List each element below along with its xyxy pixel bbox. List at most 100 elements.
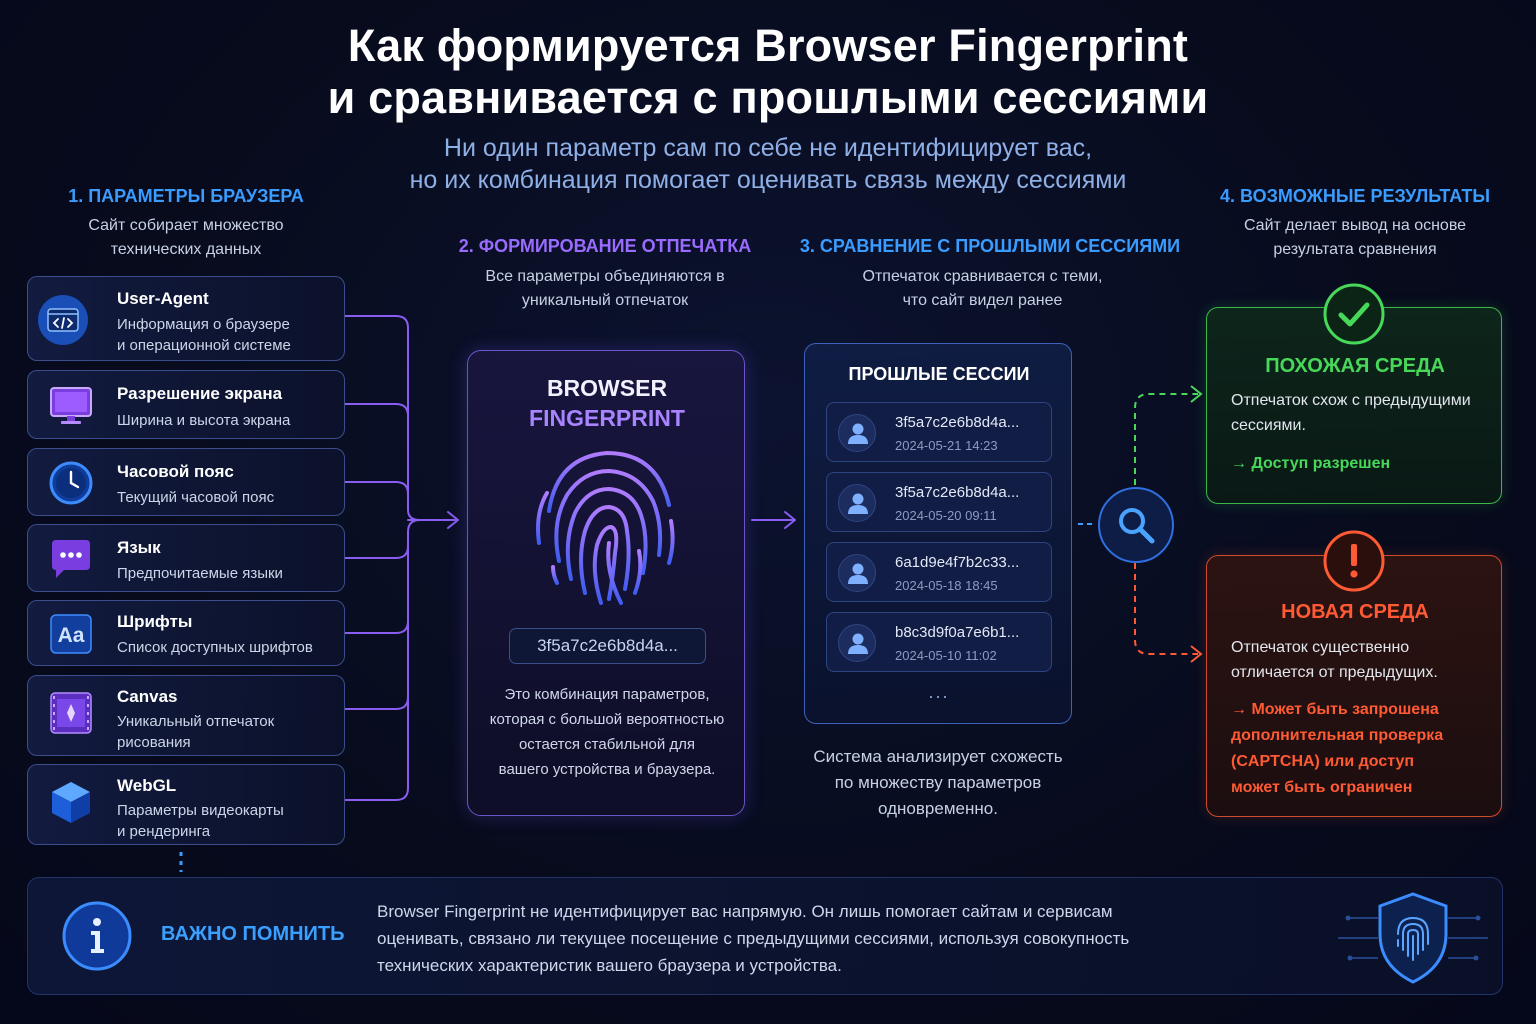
param-name: Canvas xyxy=(117,687,178,706)
connector-search-to-new xyxy=(1134,552,1198,655)
param-card-canvas: Canvas Уникальный отпечаток рисования xyxy=(27,675,345,756)
connector-new-head xyxy=(1190,645,1203,663)
more-sessions-ellipsis: ... xyxy=(928,682,950,702)
param-desc-line-1: Текущий часовой пояс xyxy=(117,489,275,506)
result-similar-desc-line-1: Отпечаток схож с предыдущими xyxy=(1231,392,1471,409)
important-note-line-3: технических характеристик вашего браузер… xyxy=(377,956,842,975)
session-hash: 3f5a7c2e6b8d4a... xyxy=(895,414,1020,431)
connector-canvas xyxy=(344,696,409,710)
monitor-icon xyxy=(48,382,94,428)
step3-desc-line-1: Отпечаток сравнивается с теми, xyxy=(862,268,1103,285)
search-icon xyxy=(1098,487,1174,563)
connector-screen xyxy=(344,403,409,417)
param-desc-line-1: Параметры видеокарты xyxy=(117,802,284,819)
param-card-screen: Разрешение экрана Ширина и высота экрана xyxy=(27,370,345,439)
step4-desc-line-2: результата сравнения xyxy=(1273,241,1437,258)
param-card-language: Язык Предпочитаемые языки xyxy=(27,524,345,592)
param-name: Часовой пояс xyxy=(117,462,234,481)
subtitle-line-1: Ни один параметр сам по себе не идентифи… xyxy=(443,134,1093,162)
important-note-title: ВАЖНО ПОМНИТЬ xyxy=(161,923,345,945)
step3-desc-line-2: что сайт видел ранее xyxy=(902,292,1063,309)
connector-ok-head xyxy=(1190,385,1203,403)
fingerprint-hash: 3f5a7c2e6b8d4a... xyxy=(509,628,706,664)
fingerprint-note-line-1: Это комбинация параметров, xyxy=(504,686,710,703)
fingerprint-note-line-3: остается стабильной для xyxy=(518,736,696,753)
connector-user-agent xyxy=(344,315,421,521)
connector-fp-head xyxy=(784,511,796,529)
page-title-line-1: Как формируется Browser Fingerprint xyxy=(347,20,1189,71)
svg-text:Aa: Aa xyxy=(58,624,85,647)
past-sessions-title: ПРОШЛЫЕ СЕССИИ xyxy=(848,364,1030,384)
page-title-line-2: и сравнивается с прошлыми сессиями xyxy=(327,72,1209,123)
param-desc-line-2: рисования xyxy=(117,734,191,751)
step4-desc-line-1: Сайт делает вывод на основе xyxy=(1243,217,1467,234)
important-note-line-1: Browser Fingerprint не идентифицирует ва… xyxy=(377,902,1113,921)
result-similar-action: → Доступ разрешен xyxy=(1231,455,1391,472)
step1-desc-line-1: Сайт собирает множество xyxy=(88,217,284,234)
fingerprint-title-line-1: BROWSER xyxy=(546,375,668,401)
connector-fonts xyxy=(344,620,409,634)
param-desc-line-2: и рендеринга xyxy=(117,823,211,840)
param-card-timezone: Часовой пояс Текущий часовой пояс xyxy=(27,448,345,516)
step1-heading: 1. ПАРАМЕТРЫ БРАУЗЕРА xyxy=(68,186,304,206)
important-note-panel: ВАЖНО ПОМНИТЬ Browser Fingerprint не иде… xyxy=(27,877,1503,995)
result-new-card: НОВАЯ СРЕДА Отпечаток существенно отлича… xyxy=(1206,555,1502,817)
step3-heading: 3. СРАВНЕНИЕ С ПРОШЛЫМИ СЕССИЯМИ xyxy=(799,236,1181,256)
result-new-action-line-4: может быть ограничен xyxy=(1231,779,1413,796)
param-name: WebGL xyxy=(117,776,177,795)
param-desc-line-2: и операционной системе xyxy=(117,337,291,354)
result-new-action-line-1: → Может быть запрошена xyxy=(1231,701,1439,718)
session-row: 3f5a7c2e6b8d4a... 2024-05-20 09:11 xyxy=(826,472,1052,532)
user-avatar-icon xyxy=(838,484,876,522)
param-desc-line-1: Ширина и высота экрана xyxy=(117,412,291,429)
font-aa-icon: Aa xyxy=(48,611,94,657)
connector-language xyxy=(344,531,409,559)
param-name: Язык xyxy=(117,538,161,557)
param-card-user-agent: User-Agent Информация о браузере и опера… xyxy=(27,276,345,361)
result-similar-desc-line-2: сессиями. xyxy=(1231,417,1306,434)
param-desc-line-1: Предпочитаемые языки xyxy=(117,565,283,582)
session-date: 2024-05-20 09:11 xyxy=(895,508,997,523)
user-avatar-icon xyxy=(838,554,876,592)
session-row: b8c3d9f0a7e6b1... 2024-05-10 11:02 xyxy=(826,612,1052,672)
user-avatar-icon xyxy=(838,624,876,662)
important-note-line-2: оценивать, связано ли текущее посещение … xyxy=(377,929,1130,948)
warning-circle-icon xyxy=(1323,530,1385,592)
result-new-desc-line-1: Отпечаток существенно xyxy=(1231,639,1410,656)
session-date: 2024-05-18 18:45 xyxy=(895,578,998,593)
connector-timezone xyxy=(344,481,409,495)
param-card-webgl: WebGL Параметры видеокарты и рендеринга xyxy=(27,764,345,845)
fingerprint-note-line-2: которая с большой вероятностью xyxy=(489,711,725,728)
connector-merge-head xyxy=(447,511,459,529)
check-circle-icon xyxy=(1323,283,1385,345)
result-new-action-line-2: дополнительная проверка xyxy=(1231,727,1444,744)
session-hash: 3f5a7c2e6b8d4a... xyxy=(895,484,1020,501)
param-name: Шрифты xyxy=(117,612,193,631)
fingerprint-title-line-2: FINGERPRINT xyxy=(529,405,685,431)
session-date: 2024-05-10 11:02 xyxy=(895,648,997,663)
result-similar-title: ПОХОЖАЯ СРЕДА xyxy=(1265,355,1445,377)
fingerprint-note-line-4: вашего устройства и браузера. xyxy=(498,761,716,778)
user-avatar-icon xyxy=(838,414,876,452)
important-note-text: Browser Fingerprint не идентифицирует ва… xyxy=(377,898,1277,979)
result-new-action-line-3: (CAPTCHA) или доступ xyxy=(1231,753,1415,770)
step2-desc-line-2: уникальный отпечаток xyxy=(521,292,689,309)
param-name: Разрешение экрана xyxy=(117,384,283,403)
step2-heading: 2. ФОРМИРОВАНИЕ ОТПЕЧАТКА xyxy=(458,236,752,256)
info-icon xyxy=(62,901,132,971)
connector-search-to-ok xyxy=(1134,393,1198,496)
result-new-desc-line-2: отличается от предыдущих. xyxy=(1231,664,1438,681)
session-row: 6a1d9e4f7b2c33... 2024-05-18 18:45 xyxy=(826,542,1052,602)
param-desc-line-1: Список доступных шрифтов xyxy=(117,639,313,656)
sessions-note: Система анализирует схожесть по множеств… xyxy=(790,744,1086,822)
chat-bubble-icon xyxy=(48,536,94,582)
sessions-note-line-1: Система анализирует схожесть xyxy=(813,747,1063,766)
step4-heading: 4. ВОЗМОЖНЫЕ РЕЗУЛЬТАТЫ xyxy=(1220,186,1490,206)
fingerprint-icon xyxy=(536,450,675,605)
session-row: 3f5a7c2e6b8d4a... 2024-05-21 14:23 xyxy=(826,402,1052,462)
session-hash: b8c3d9f0a7e6b1... xyxy=(895,624,1020,641)
subtitle-line-2: но их комбинация помогает оценивать связ… xyxy=(409,166,1127,194)
clock-icon xyxy=(48,460,94,506)
shield-fingerprint-icon xyxy=(1338,892,1488,984)
